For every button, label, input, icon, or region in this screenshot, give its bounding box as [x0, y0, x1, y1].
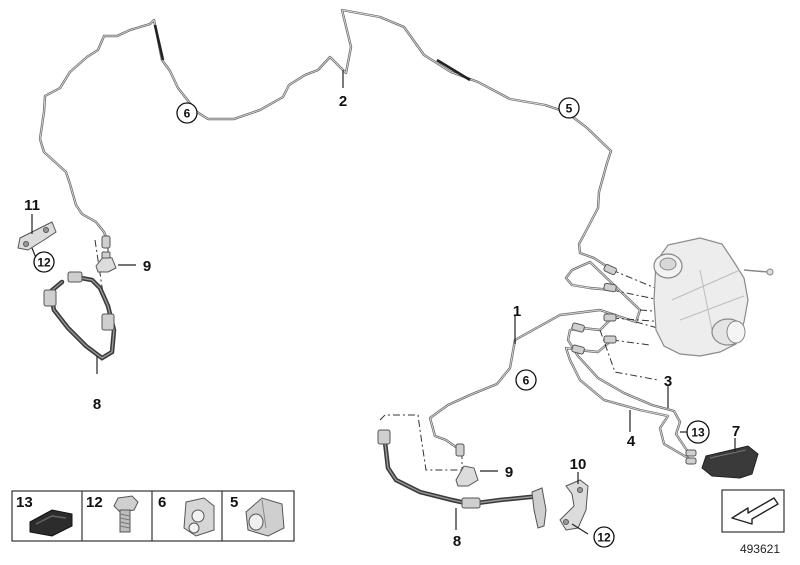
callout-13: 13: [691, 426, 705, 440]
pipe-fittings: [101, 235, 697, 465]
rubber-grommet-icon: [29, 509, 73, 537]
bracket-10: [559, 479, 589, 531]
hex-bolt-icon: [113, 495, 139, 533]
callout-2: 2: [339, 93, 347, 110]
legend-number-5: 5: [230, 494, 238, 511]
legend-cell-5: 5: [230, 494, 285, 537]
diagram-id: 493621: [740, 542, 780, 556]
callout-12-left: 12: [37, 256, 51, 270]
clip-9-lower: [455, 465, 479, 487]
callout-6-top: 6: [184, 107, 191, 121]
legend-cell-6: 6: [158, 494, 215, 537]
callout-5: 5: [566, 102, 573, 116]
callout-7: 7: [732, 423, 740, 440]
brake-hose-8-left: [43, 271, 117, 361]
callouts: 2 1 3 4 7 8 8 9 9 10 11 6 5 6 12 12 13: [24, 93, 740, 550]
legend-cell-12: 12: [86, 494, 139, 533]
leader-lines: [31, 70, 736, 535]
brake-fluid-reservoir: [653, 237, 774, 357]
direction-arrow-box: [721, 489, 785, 533]
callout-circle-6-top: [176, 102, 198, 124]
brake-pipe-1: [428, 260, 642, 452]
callout-6-right: 6: [523, 374, 530, 388]
callout-8-left: 8: [93, 396, 101, 413]
callout-11: 11: [24, 197, 40, 214]
callout-circle-12-left: [33, 251, 55, 273]
callout-3: 3: [664, 373, 672, 390]
callout-9-lower: 9: [505, 464, 513, 481]
legend-cell-13: 13: [16, 494, 73, 537]
callout-1: 1: [513, 303, 521, 320]
brake-hose-8-bottom: [377, 429, 547, 529]
legend-number-12: 12: [86, 494, 103, 511]
callout-10: 10: [570, 456, 587, 473]
callout-circle-6-right: [515, 369, 537, 391]
bracket-11: [17, 221, 57, 251]
part-7-block: [701, 445, 759, 479]
parts-legend: 13 12 6 5: [11, 490, 295, 542]
callout-9-left: 9: [143, 258, 151, 275]
callout-4: 4: [627, 433, 636, 450]
pipe-clip-icon: [183, 497, 215, 537]
brake-pipe-2: [38, 8, 614, 272]
callout-8-bottom: 8: [453, 533, 461, 550]
callout-circle-5: [558, 97, 580, 119]
arrow-icon: [731, 497, 779, 525]
legend-number-6: 6: [158, 494, 166, 511]
legend-number-13: 13: [16, 494, 33, 511]
callout-12-bottom: 12: [597, 531, 611, 545]
cover-cap-icon: [245, 497, 285, 537]
callout-circle-12-bottom: [593, 526, 615, 548]
clip-9-left: [95, 251, 117, 273]
callout-circle-13: [686, 420, 710, 444]
